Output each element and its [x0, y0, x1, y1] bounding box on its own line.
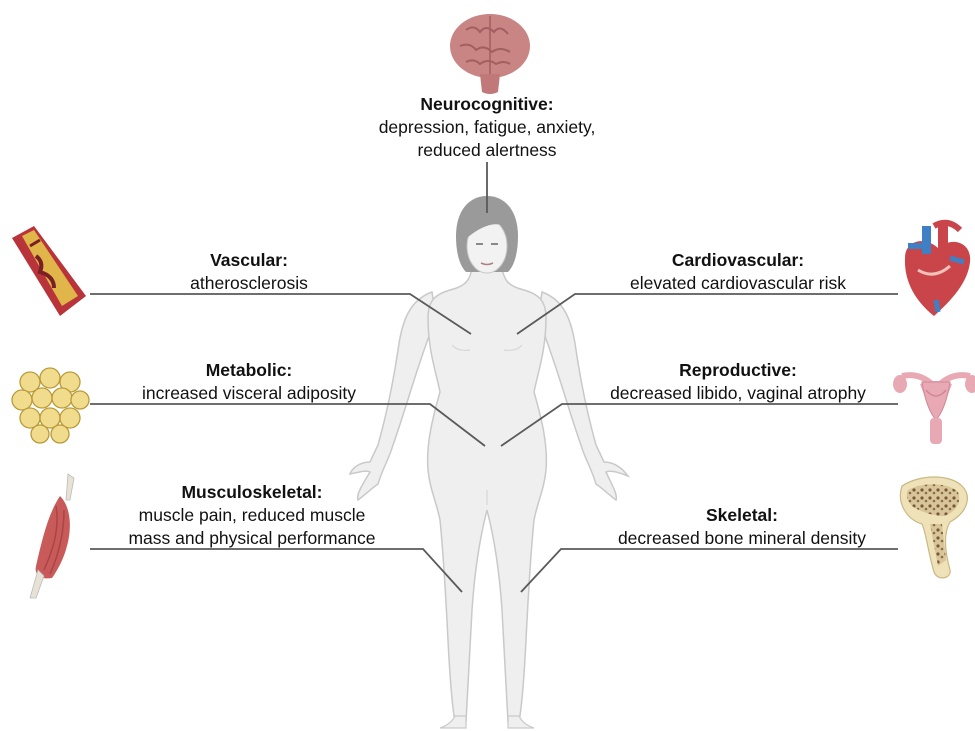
- uterus-icon: [893, 375, 975, 444]
- musculoskeletal-heading: Musculoskeletal:: [181, 482, 322, 502]
- label-neurocognitive: Neurocognitive: depression, fatigue, anx…: [379, 94, 596, 160]
- bone-icon: [900, 477, 967, 578]
- neurocognitive-heading: Neurocognitive:: [420, 94, 553, 114]
- neurocognitive-line-2: reduced alertness: [417, 140, 556, 160]
- vascular-line-1: atherosclerosis: [190, 273, 308, 293]
- cardiovascular-line-1: elevated cardiovascular risk: [630, 273, 846, 293]
- reproductive-heading: Reproductive:: [679, 360, 797, 380]
- label-vascular: Vascular: atherosclerosis: [190, 250, 308, 293]
- skeletal-connector: [521, 549, 898, 592]
- cardiovascular-connector: [517, 294, 898, 334]
- left-arm: [350, 292, 436, 500]
- vascular-heading: Vascular:: [210, 250, 288, 270]
- metabolic-line-1: increased visceral adiposity: [142, 383, 356, 403]
- blood-vessel-plaque-icon: [12, 226, 86, 316]
- adipose-tissue-icon: [12, 368, 89, 443]
- musculoskeletal-connector: [90, 549, 462, 592]
- muscle-icon: [30, 474, 74, 598]
- label-musculoskeletal: Musculoskeletal: muscle pain, reduced mu…: [128, 482, 375, 548]
- reproductive-connector: [501, 404, 898, 446]
- label-cardiovascular: Cardiovascular: elevated cardiovascular …: [630, 250, 846, 293]
- metabolic-connector: [90, 404, 485, 446]
- female-body-icon: [350, 196, 628, 728]
- left-foot: [440, 716, 466, 728]
- metabolic-heading: Metabolic:: [206, 360, 293, 380]
- skeletal-line-1: decreased bone mineral density: [618, 528, 866, 548]
- heart-icon: [905, 222, 970, 316]
- neurocognitive-line-1: depression, fatigue, anxiety,: [379, 117, 596, 137]
- label-metabolic: Metabolic: increased visceral adiposity: [142, 360, 356, 403]
- musculoskeletal-line-2: mass and physical performance: [128, 528, 375, 548]
- reproductive-line-1: decreased libido, vaginal atrophy: [610, 383, 866, 403]
- right-foot: [508, 716, 534, 728]
- cardiovascular-heading: Cardiovascular:: [672, 250, 804, 270]
- label-skeletal: Skeletal: decreased bone mineral density: [618, 505, 866, 548]
- label-reproductive: Reproductive: decreased libido, vaginal …: [610, 360, 866, 403]
- skeletal-heading: Skeletal:: [706, 505, 778, 525]
- brain-icon: [450, 14, 530, 94]
- musculoskeletal-line-1: muscle pain, reduced muscle: [139, 505, 366, 525]
